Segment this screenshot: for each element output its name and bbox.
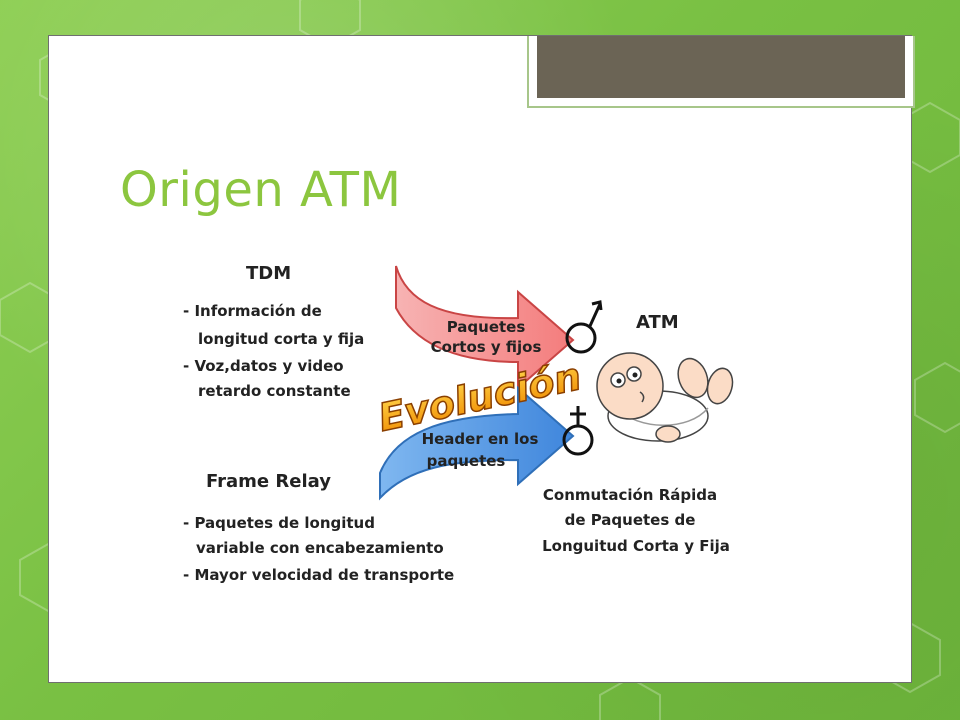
top-arrow-label-line-1: Paquetes xyxy=(447,318,526,336)
slide-title: Origen ATM xyxy=(120,162,402,218)
frame-relay-line-2: variable con encabezamiento xyxy=(196,539,444,557)
bottom-arrow-label-line-2: paquetes xyxy=(427,452,506,470)
atm-line-2: de Paquetes de xyxy=(565,511,696,529)
male-symbol-icon xyxy=(565,300,603,354)
bottom-curved-arrow xyxy=(379,385,575,501)
slide-title-tab-fill xyxy=(537,36,905,98)
tdm-line-4: retardo constante xyxy=(198,382,351,400)
bottom-arrow-label-line-1: Header en los xyxy=(422,430,539,448)
atm-line-3: Longuitud Corta y Fija xyxy=(542,537,730,555)
slide-canvas xyxy=(48,35,915,683)
tdm-heading: TDM xyxy=(246,263,291,284)
top-curved-arrow xyxy=(395,265,575,391)
frame-relay-heading: Frame Relay xyxy=(206,471,331,492)
slide-title-tab xyxy=(527,36,915,108)
atm-origin-diagram: Paquetes Cortos y fijos Header en los pa… xyxy=(168,248,768,593)
top-arrow-label-line-2: Cortos y fijos xyxy=(431,338,542,356)
tdm-line-2: longitud corta y fija xyxy=(198,330,364,348)
frame-relay-line-1: - Paquetes de longitud xyxy=(183,514,375,532)
frame-relay-line-3: - Mayor velocidad de transporte xyxy=(183,566,454,584)
baby-illustration-icon xyxy=(596,352,734,443)
tdm-line-1: - Información de xyxy=(183,302,322,320)
tdm-line-3: - Voz,datos y video xyxy=(183,357,344,375)
atm-heading: ATM xyxy=(636,312,679,333)
female-symbol-icon xyxy=(562,406,594,456)
atm-line-1: Conmutación Rápida xyxy=(543,486,717,504)
